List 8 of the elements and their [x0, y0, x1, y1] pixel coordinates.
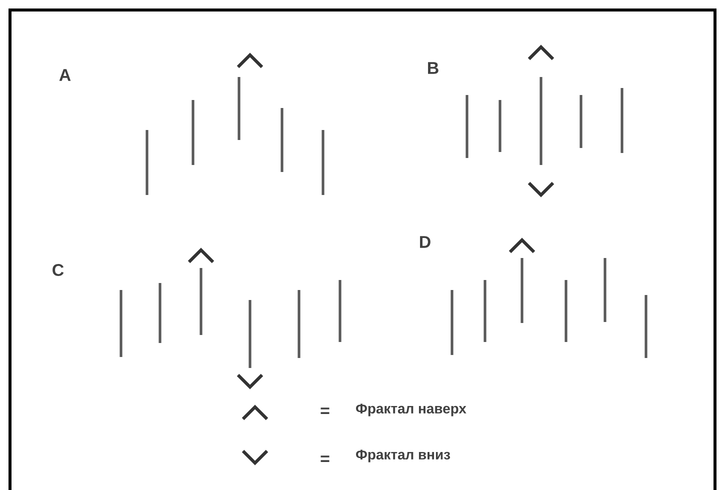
- panel-letter: B: [428, 62, 438, 74]
- legend-text: Фрактал наверх: [356, 404, 466, 416]
- equals-sign: =: [320, 408, 330, 414]
- panel-letter: C: [52, 264, 64, 276]
- equals-sign: =: [320, 456, 330, 462]
- panel-letter: A: [59, 69, 71, 81]
- legend-text: Фрактал вниз: [356, 450, 450, 462]
- panel-letter: D: [420, 236, 430, 248]
